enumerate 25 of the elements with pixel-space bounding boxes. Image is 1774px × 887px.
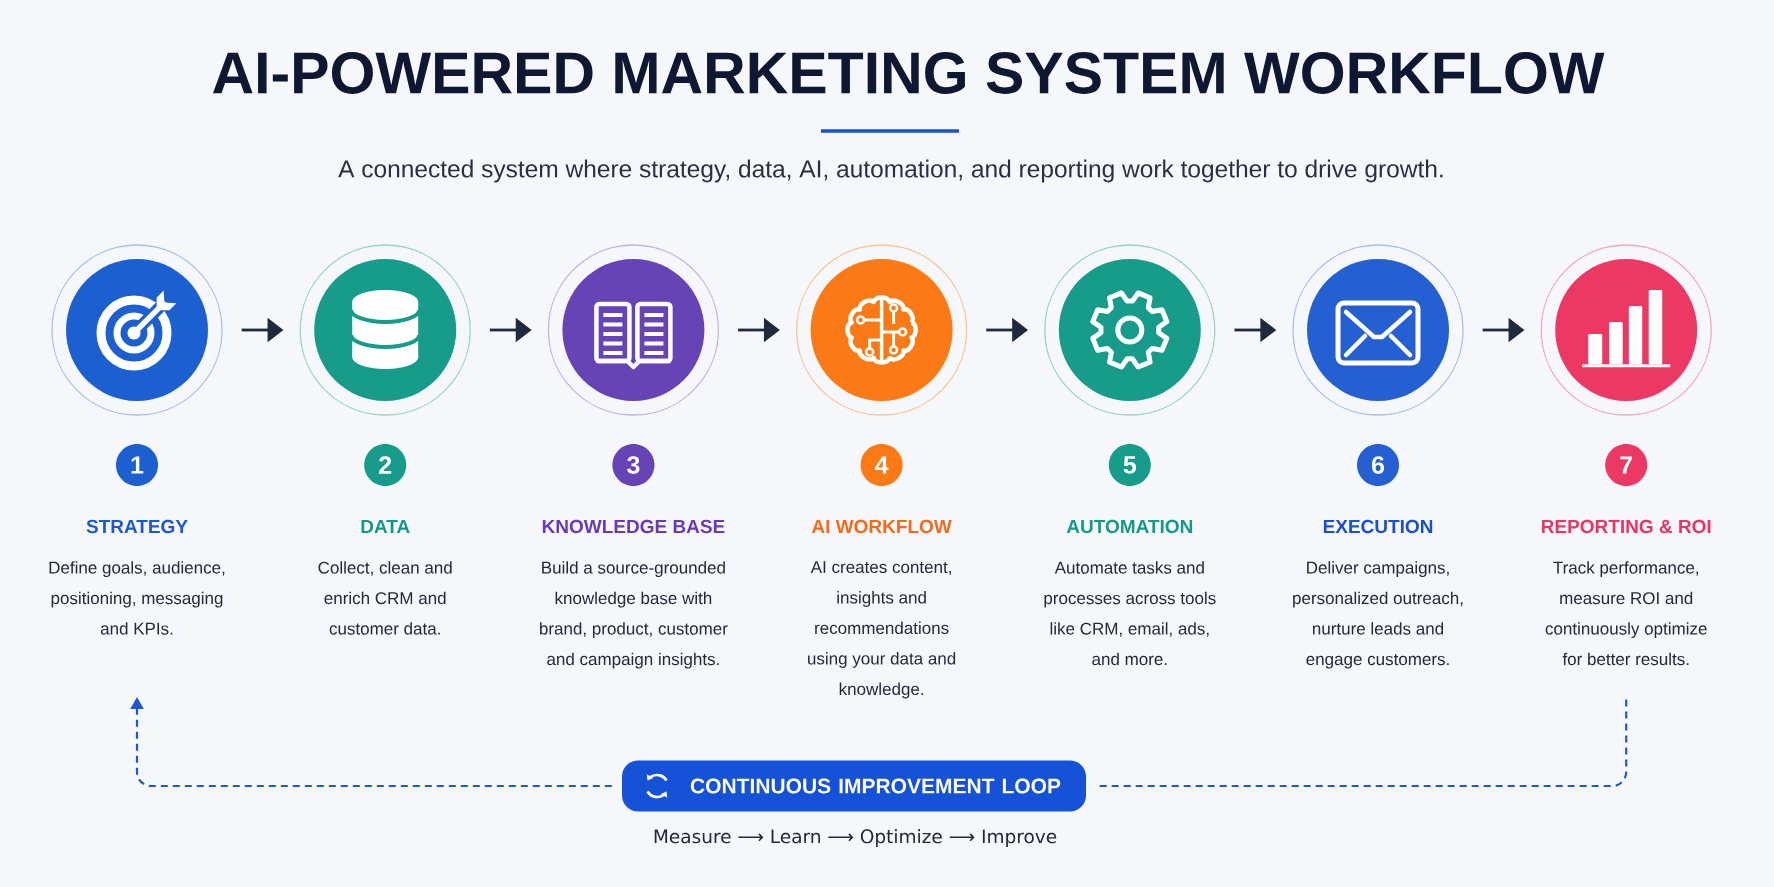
step-title: KNOWLEDGE BASE [542,519,725,534]
step-description: AI creates content, insights and recommendations using your data and knowledge. [808,561,956,699]
step-title: EXECUTION [1323,519,1433,534]
step-title: AUTOMATION [1066,519,1193,534]
step-title: DATA [361,519,410,533]
number-badge: 3 [612,444,655,486]
number-badge: 7 [1605,444,1648,486]
number-badge: 2 [364,444,407,486]
step-title: REPORTING & ROI [1542,519,1711,534]
number-badge: 5 [1108,444,1151,486]
step-description: Automate tasks and processes across tools like CRM, email, ads, and more. [1044,561,1216,666]
step-description: Track performance, measure ROI and continuously optimize for better results. [1545,561,1707,666]
step-description: Define goals, audience, positioning, messaging and KPIs. [49,561,225,635]
number-badge: 1 [116,444,158,486]
step-title: STRATEGY [86,519,188,534]
step-description: Build a source-grounded knowledge base with brand, product, customer and campaign insights. [540,561,728,669]
step-title: AI WORKFLOW [811,519,952,534]
loop-steps: Measure ⟶ Learn ⟶ Optimize ⟶ Improve [654,829,1057,847]
loop-pill: CONTINUOUS IMPROVEMENT LOOP [622,760,1086,812]
step-description: Deliver campaigns, personalized outreach, nurture leads and engage customers. [1293,561,1463,669]
title: AI-POWERED MARKETING SYSTEM WORKFLOW [213,52,1605,94]
step-description: Collect, clean and enrich CRM and customer data. [318,561,452,635]
number-badge: 6 [1357,444,1399,486]
number-badge: 4 [860,444,903,486]
subtitle: A connected system where strategy, data, AI, automation, and reporting work together to drive growth. [338,159,1443,183]
